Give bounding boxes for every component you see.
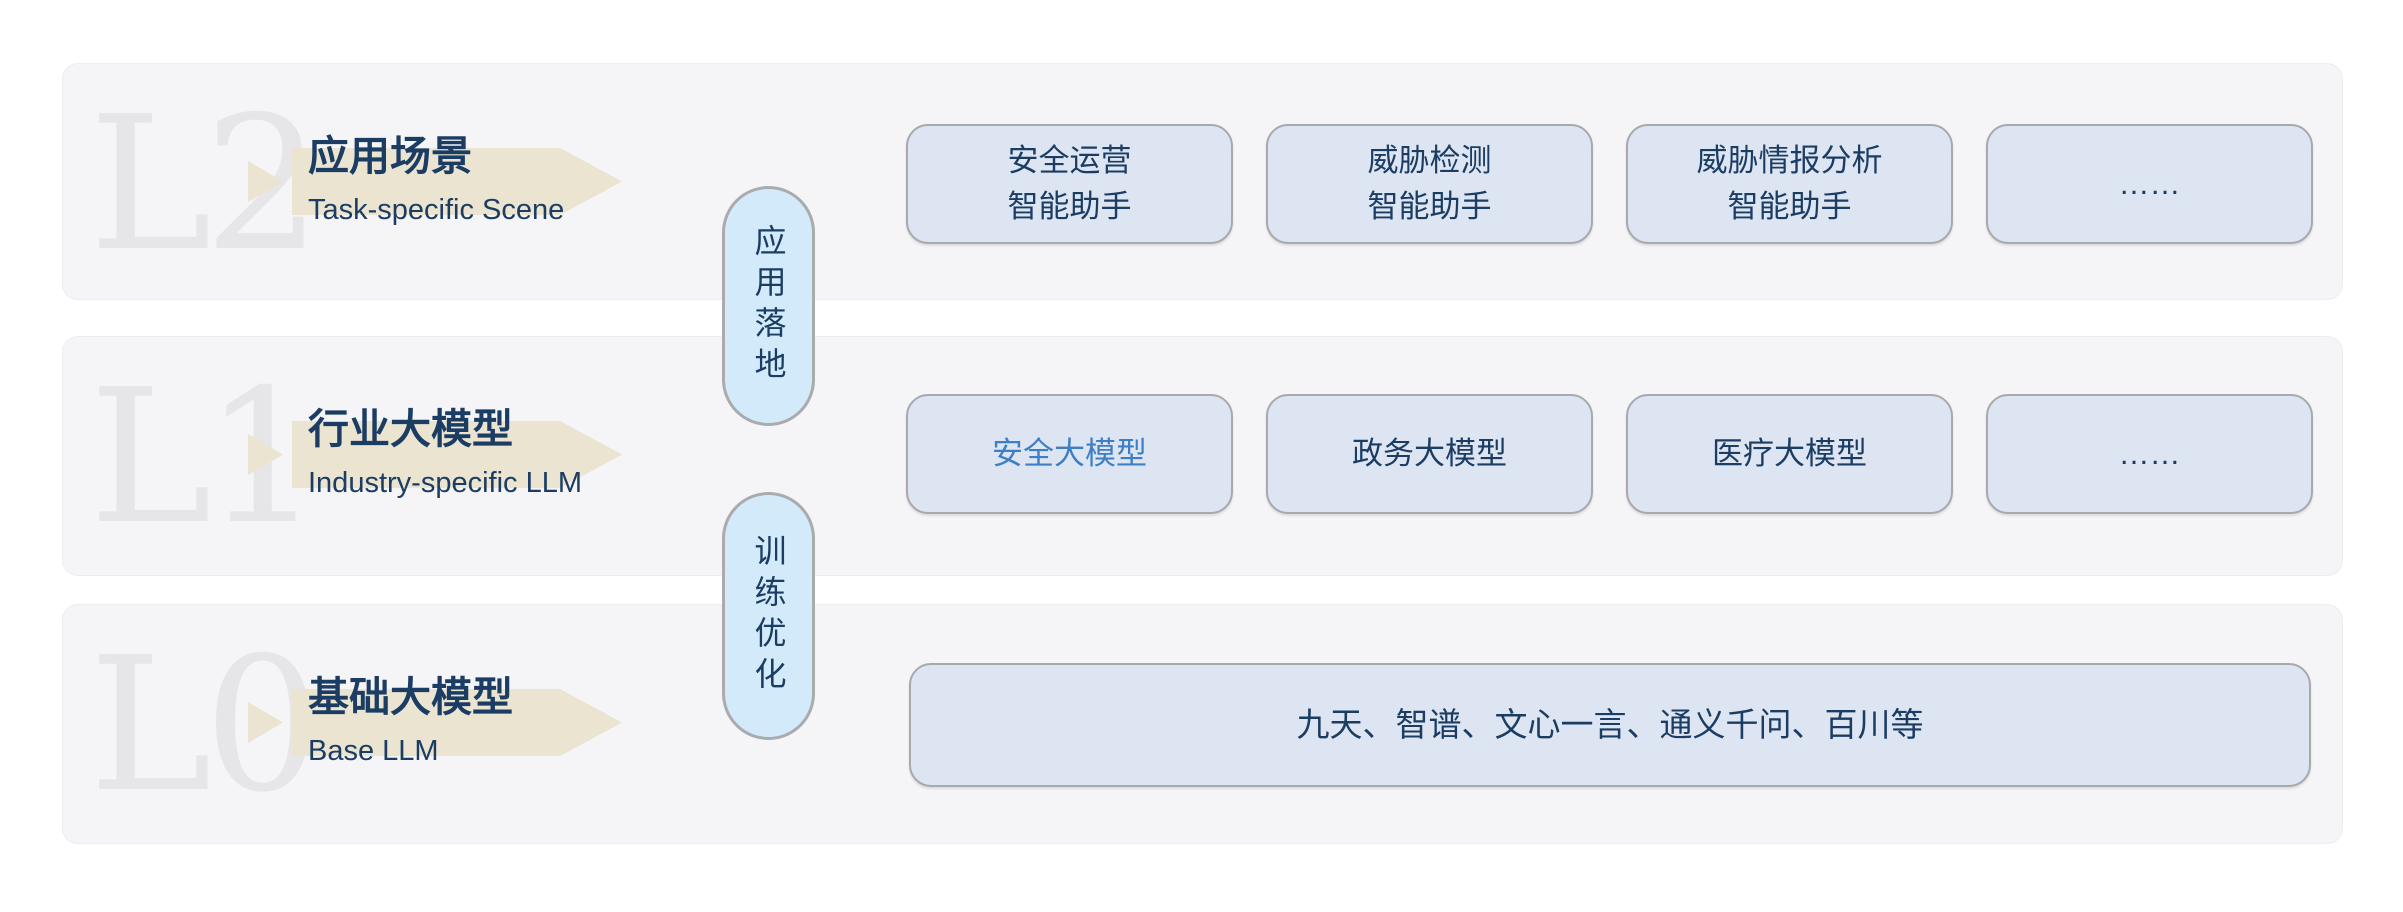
layer-title-en-l2: Task-specific Scene [308,194,565,226]
industry-box-security-llm: 安全大模型 [906,394,1233,514]
layer-boxes-l0: 九天、智谱、文心一言、通义千问、百川等 [909,663,2311,787]
layer-watermark-l0: L0 [89,617,322,833]
base-llm-box: 九天、智谱、文心一言、通义千问、百川等 [909,663,2311,787]
layer-panel-l2: L2 应用场景 Task-specific Scene 安全运营 智能助手 威胁… [62,63,2343,300]
layer-title-en-l0: Base LLM [308,735,439,767]
layer-panel-l0: L0 基础大模型 Base LLM 九天、智谱、文心一言、通义千问、百川等 [62,604,2343,844]
scene-box-threat-intel: 威胁情报分析 智能助手 [1626,124,1953,244]
industry-box-more: …… [1986,394,2313,514]
layer-watermark-l1: L1 [89,349,322,565]
connector-pill-train-label: 训练优化 [750,534,787,698]
scene-box-threat-detection: 威胁检测 智能助手 [1266,124,1593,244]
title-highlight-arrow-icon [248,421,622,488]
layer-watermark-l2: L2 [89,76,322,292]
layer-boxes-l1: 安全大模型 政务大模型 医疗大模型 …… [906,394,2313,514]
layer-title-cn-l1: 行业大模型 [308,406,513,452]
industry-box-medical-llm: 医疗大模型 [1626,394,1953,514]
layer-title-group-l0: 基础大模型 Base LLM [248,674,768,781]
layer-title-group-l1: 行业大模型 Industry-specific LLM [248,406,768,513]
title-highlight-arrow-icon [248,148,622,215]
connector-pill-deploy-label: 应用落地 [750,224,787,388]
scene-box-more: …… [1986,124,2313,244]
title-highlight-arrow-icon [248,689,622,756]
industry-box-government-llm: 政务大模型 [1266,394,1593,514]
scene-box-security-ops: 安全运营 智能助手 [906,124,1233,244]
layer-title-cn-l0: 基础大模型 [308,674,513,720]
connector-pill-deploy: 应用落地 [722,186,815,426]
layer-title-cn-l2: 应用场景 [308,133,472,179]
connector-pill-train: 训练优化 [722,492,815,740]
layer-title-group-l2: 应用场景 Task-specific Scene [248,133,768,240]
layer-title-en-l1: Industry-specific LLM [308,467,582,499]
layer-panel-l1: L1 行业大模型 Industry-specific LLM 安全大模型 政务大… [62,336,2343,576]
layer-boxes-l2: 安全运营 智能助手 威胁检测 智能助手 威胁情报分析 智能助手 …… [906,124,2313,244]
